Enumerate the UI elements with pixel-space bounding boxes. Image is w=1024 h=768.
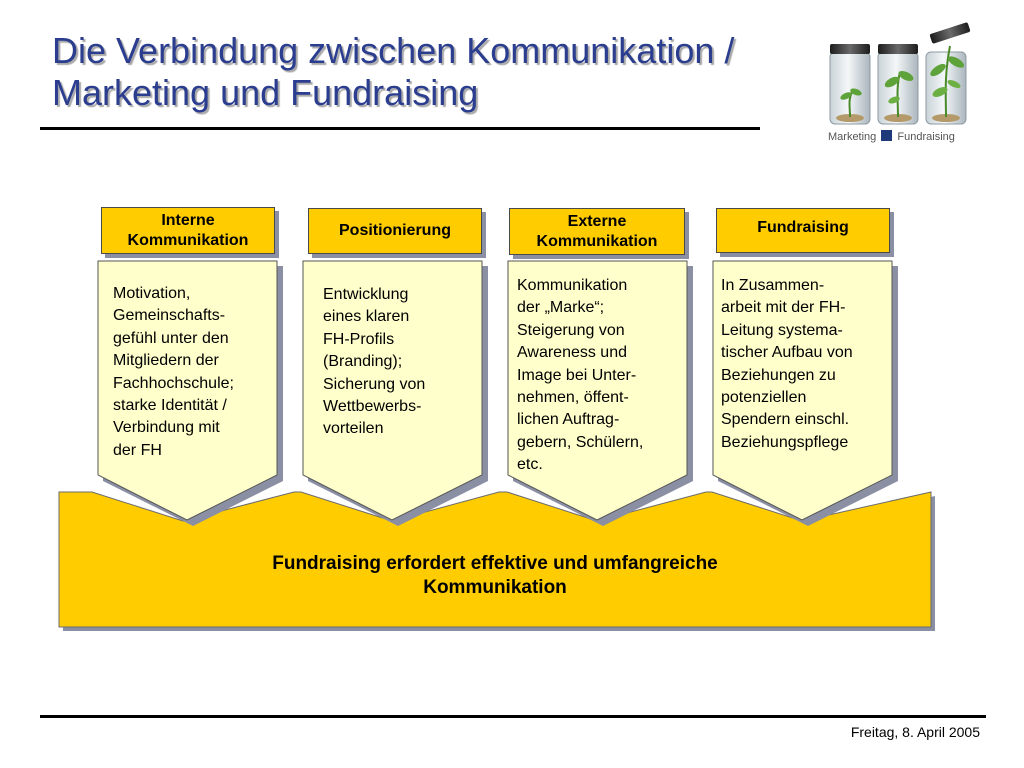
column-text-interne-kommunikation: Motivation, Gemeinschafts- gefühl unter … [113,283,283,462]
text-line: Leitung systema- [721,321,843,339]
title-underline [40,127,760,130]
text-line: Steigerung von [517,321,625,339]
text-line: Wettbewerbs- [323,398,422,416]
text-line: Spendern einschl. [721,411,850,429]
arrow-shape-1 [97,260,283,526]
text-line: eines klaren [323,308,410,326]
text-line: Awareness und [517,344,627,362]
text-line: starke Identität / [113,397,227,415]
text-line: Entwicklung [323,286,409,303]
logo-caption: Marketing Fundraising [828,130,955,143]
text-line: Beziehungen zu [721,366,836,384]
text-line: vorteilen [323,420,384,438]
banner-line-1: Fundraising erfordert effektive und umfa… [272,553,718,574]
text-line: (Branding); [323,353,403,371]
text-line: Sicherung von [323,375,426,393]
text-line: nehmen, öffent- [517,389,629,407]
column-header-interne-kommunikation: Interne Kommunikation [101,207,275,254]
plant-jars-logo [829,22,971,125]
slide-title-line-2: Marketing und Fundraising [52,72,479,113]
jar-small-sprout [829,44,871,125]
column-text-externe-kommunikation: Kommunikation der „Marke“; Steigerung vo… [517,275,692,477]
text-line: Mitgliedern der [113,352,219,370]
logo-caption-fundraising: Fundraising [897,131,955,143]
text-line: potenziellen [721,389,807,407]
text-line: arbeit mit der FH- [721,299,846,317]
jar-medium-plant [877,44,919,125]
slide-title: Die Verbindung zwischen Kommunikation / … [52,30,812,114]
text-line: In Zusammen- [721,277,825,294]
arrow-shape-2 [302,260,488,526]
text-line: Beziehungspflege [721,433,849,451]
column-header-fundraising: Fundraising [716,208,890,253]
text-line: tischer Aufbau von [721,344,853,362]
text-line: Motivation, [113,285,191,302]
text-line: Verbindung mit [113,419,220,437]
logo-square-icon [881,130,893,141]
column-header-externe-kommunikation: Externe Kommunikation [509,208,685,255]
footer-rule [40,715,986,718]
column-text-fundraising: In Zusammen- arbeit mit der FH- Leitung … [721,275,896,454]
banner-statement: Fundraising erfordert effektive und umfa… [160,552,830,600]
banner-shape [58,491,932,628]
text-line: gefühl unter den [113,329,229,347]
jar-large-plant [925,22,971,125]
column-text-positionierung: Entwicklung eines klaren FH-Profils (Bra… [323,284,483,441]
text-line: der FH [113,441,162,459]
banner-line-2: Kommunikation [423,577,567,598]
text-line: etc. [517,456,543,474]
column-header-positionierung: Positionierung [308,208,482,254]
text-line: Kommunikation [517,277,628,294]
logo-caption-marketing: Marketing [828,131,877,143]
text-line: FH-Profils [323,330,395,348]
text-line: Gemeinschafts- [113,307,226,325]
text-line: Image bei Unter- [517,366,637,384]
footer-date: Freitag, 8. April 2005 [850,724,980,740]
text-line: der „Marke“; [517,299,605,317]
text-line: gebern, Schülern, [517,433,644,451]
text-line: Fachhochschule; [113,374,234,392]
arrow-shape-4 [712,260,898,526]
text-line: lichen Auftrag- [517,411,620,429]
slide-title-line-1: Die Verbindung zwischen Kommunikation / [52,30,735,71]
arrow-shape-3 [507,260,693,526]
